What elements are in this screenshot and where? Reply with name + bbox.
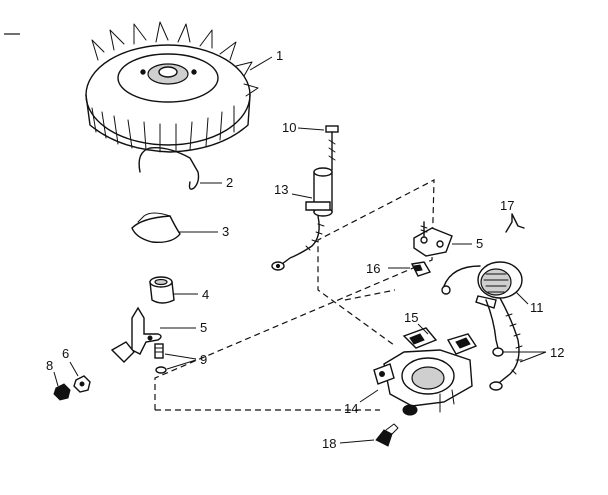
spring-part — [138, 147, 200, 190]
label-2: 2 — [226, 175, 233, 190]
nut-part-8 — [53, 383, 71, 401]
bracket-part-right — [413, 221, 453, 257]
label-9: 9 — [200, 352, 207, 367]
label-1: 1 — [276, 48, 283, 63]
label-8: 8 — [46, 358, 53, 373]
label-15: 15 — [404, 310, 418, 325]
label-12: 12 — [550, 345, 564, 360]
label-3: 3 — [222, 224, 229, 239]
label-5b: 5 — [476, 236, 483, 251]
leader-9b — [166, 359, 197, 370]
clip-part — [505, 213, 525, 233]
label-11: 11 — [530, 300, 544, 315]
condenser-part — [271, 167, 333, 271]
leader-11 — [515, 291, 529, 305]
label-10: 10 — [282, 120, 296, 135]
breaker-points-part — [373, 327, 478, 416]
clip-part-16 — [410, 261, 432, 277]
flywheel-part — [85, 21, 259, 153]
leader-8 — [53, 371, 59, 387]
leader-6 — [69, 361, 79, 377]
leader-1 — [249, 56, 273, 71]
cover-part — [131, 212, 181, 244]
label-16: 16 — [366, 261, 380, 276]
leader-14 — [359, 389, 379, 403]
coil-part — [441, 261, 523, 309]
screw-part-18 — [375, 423, 399, 447]
label-4: 4 — [202, 287, 209, 302]
screw-part-10 — [325, 125, 339, 171]
bracket-part-left — [110, 306, 162, 363]
label-5a: 5 — [200, 320, 207, 335]
nut-part-6 — [73, 375, 91, 393]
label-18: 18 — [322, 436, 336, 451]
label-14: 14 — [344, 401, 358, 416]
leads-part — [485, 297, 523, 391]
screw-washer-part — [154, 343, 167, 374]
leader-13 — [291, 193, 313, 199]
leader-10 — [297, 127, 325, 131]
label-6: 6 — [62, 346, 69, 361]
leader-9a — [164, 353, 197, 360]
label-13: 13 — [274, 182, 288, 197]
leader-12b — [519, 351, 547, 363]
cam-part — [149, 276, 175, 304]
leader-15 — [417, 323, 429, 335]
leader-18 — [339, 439, 375, 444]
assembly-dashed-lines — [154, 179, 435, 411]
label-17: 17 — [500, 198, 514, 213]
